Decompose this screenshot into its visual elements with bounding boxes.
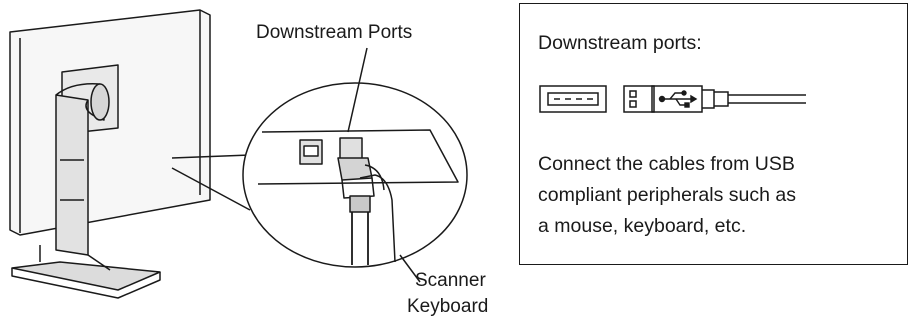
- info-body-line: Connect the cables from USB: [538, 153, 795, 175]
- callout-pointer: [171, 154, 251, 211]
- label-keyboard: Keyboard: [407, 296, 489, 317]
- info-body-line: a mouse, keyboard, etc.: [538, 215, 747, 237]
- leader-scanner: [399, 254, 421, 283]
- port-icons: [539, 85, 806, 113]
- label-scanner: Scanner: [415, 270, 486, 291]
- info-title: Downstream ports:: [538, 32, 702, 54]
- monitor-illustration: [9, 9, 468, 299]
- info-body: Connect the cables from USB compliant pe…: [538, 149, 796, 242]
- leader-downstream-ports: [347, 47, 368, 133]
- label-downstream-ports: Downstream Ports: [256, 22, 413, 43]
- info-body-line: compliant peripherals such as: [538, 184, 796, 206]
- usb-port-right: [339, 137, 363, 161]
- stand-base: [11, 261, 161, 291]
- usb-symbol-icon: [658, 90, 698, 108]
- info-box: Downstream ports:: [519, 3, 908, 265]
- usb-cable: [351, 212, 369, 265]
- usb-plug-icon: [623, 85, 806, 113]
- stand-neck: [55, 94, 89, 256]
- usb-port-icon: [539, 85, 607, 113]
